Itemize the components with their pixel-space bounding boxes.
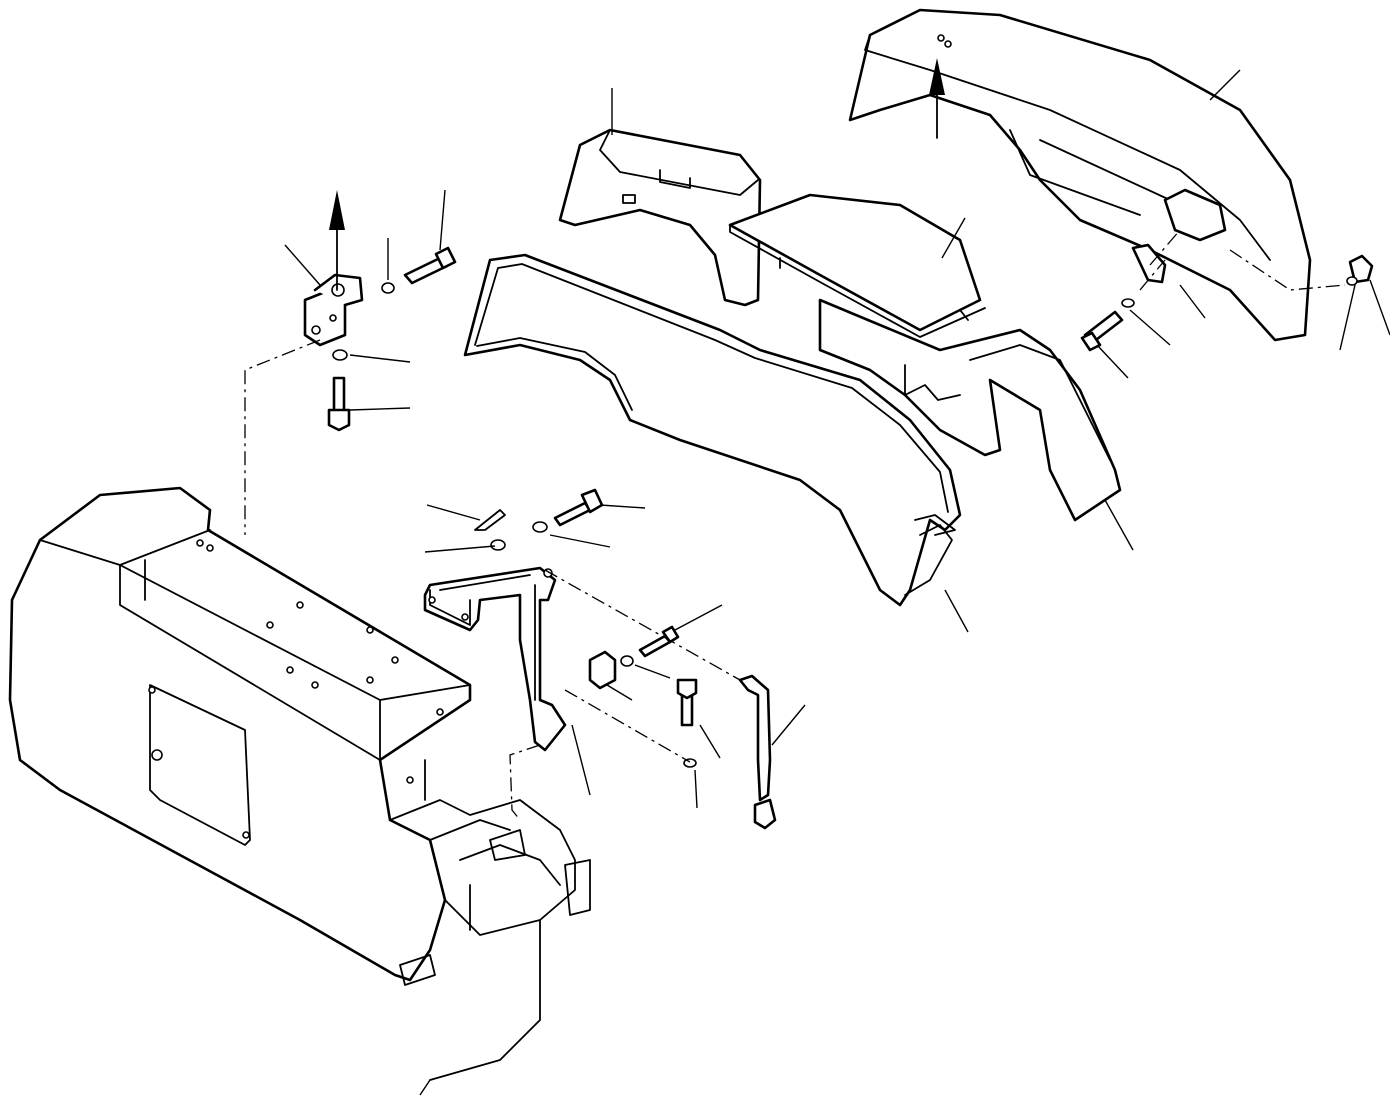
drain-pipe: [738, 674, 777, 830]
support-frame-bracket: [423, 566, 567, 752]
arrow-up-icon: [329, 190, 345, 291]
assembly-guide-lines: [244, 229, 1346, 821]
engine-hood-housing: [8, 486, 591, 1096]
vertical-bolt: [676, 678, 698, 768]
rear-hood-cover: [848, 8, 1312, 342]
front-cover-panel: [558, 128, 762, 307]
hook-bolt: [327, 246, 457, 432]
rear-side-cover: [818, 298, 1122, 522]
callout-leader-lines: [284, 69, 1390, 809]
latch-assembly: [1080, 243, 1374, 352]
lifting-hook-bracket: [303, 273, 364, 347]
arrow-up-icon: [929, 58, 945, 139]
gasket-seal-frame: [463, 253, 962, 607]
small-clamp: [588, 625, 680, 690]
top-lid-panel: [728, 193, 986, 338]
